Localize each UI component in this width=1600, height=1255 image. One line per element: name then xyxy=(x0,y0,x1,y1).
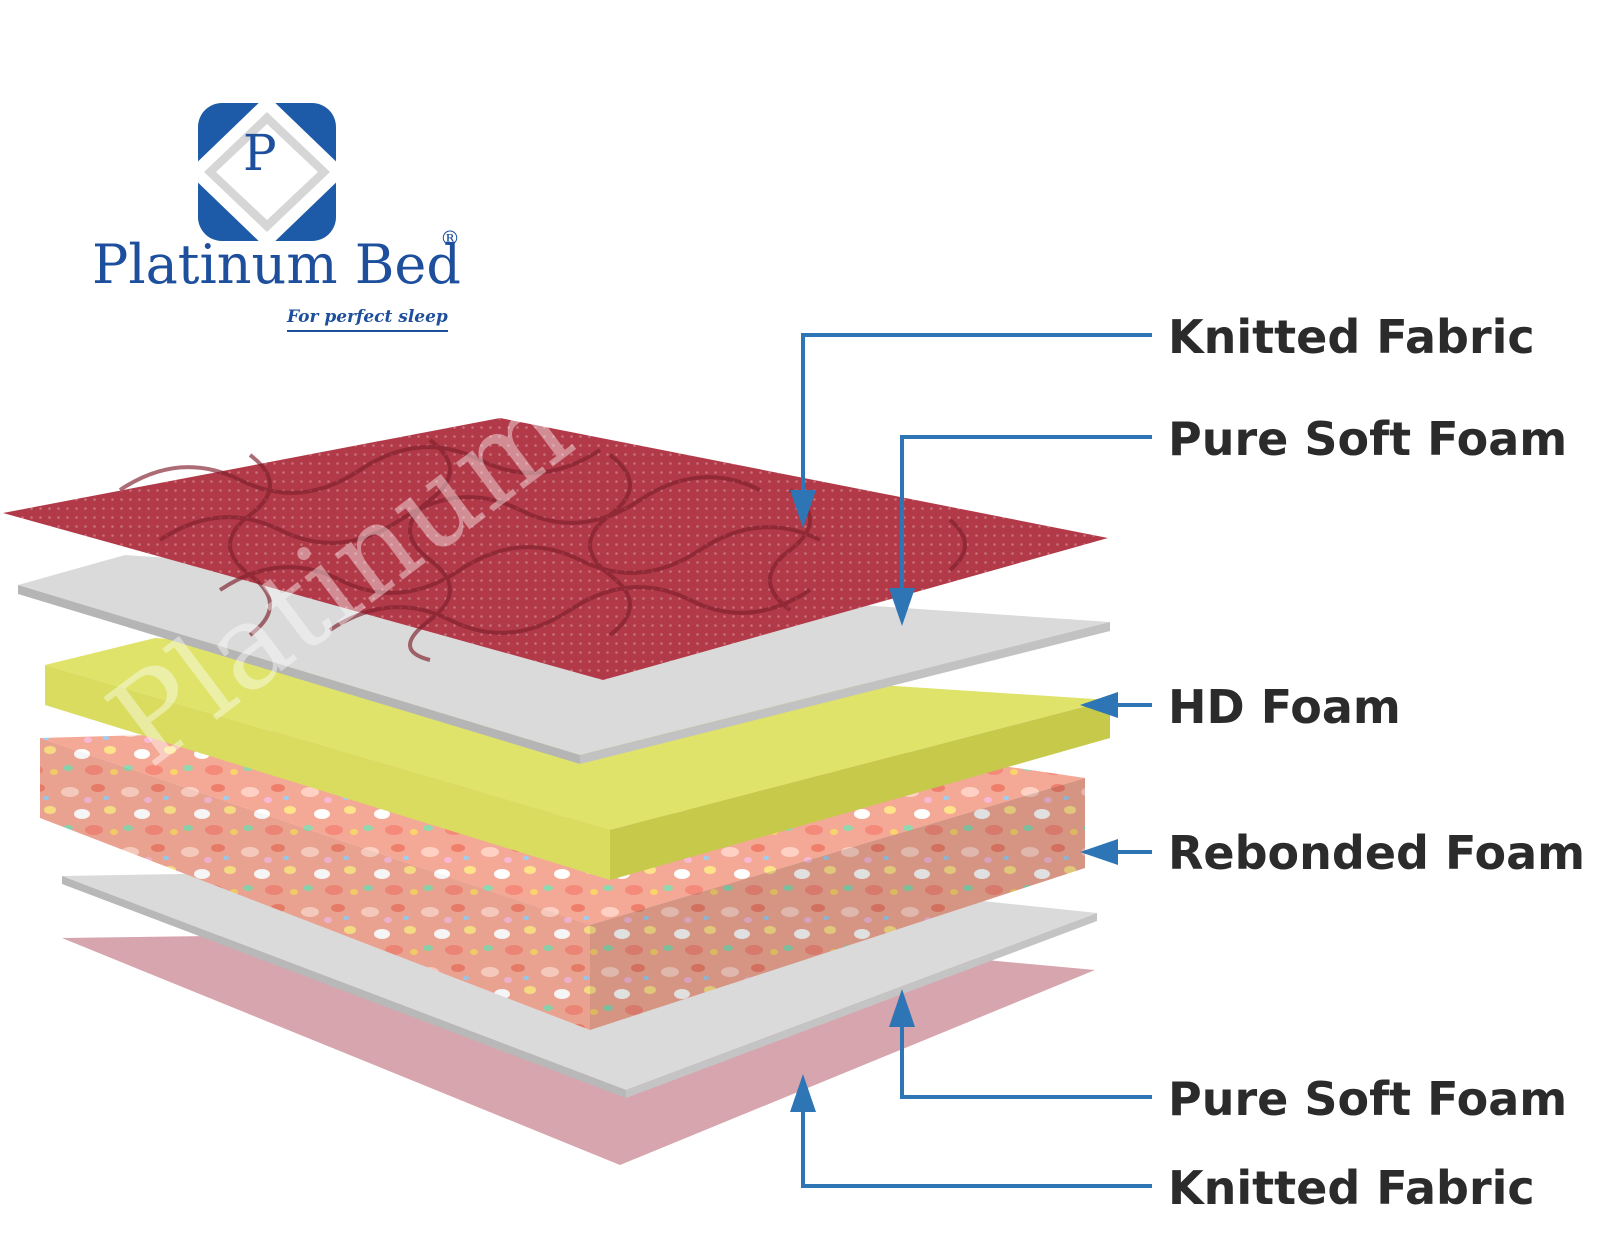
label-knitted-fabric-top: Knitted Fabric xyxy=(1168,310,1535,364)
arrow-heads xyxy=(790,490,1118,1112)
label-soft-foam-top: Pure Soft Foam xyxy=(1168,412,1568,466)
layer-top-knitted-fabric xyxy=(3,418,1108,680)
brand-name: Platinum Bed xyxy=(92,233,461,296)
label-hd-foam: HD Foam xyxy=(1168,680,1401,734)
brand-logo-icon xyxy=(187,95,347,249)
brand-logo-letter: P xyxy=(243,124,277,182)
brand-tagline: For perfect sleep xyxy=(287,309,448,332)
arrow-knitted-fabric-bottom xyxy=(801,1080,1152,1188)
brand-registered-mark: ® xyxy=(440,226,460,250)
label-rebonded-foam: Rebonded Foam xyxy=(1168,826,1586,880)
label-knitted-fabric-bottom: Knitted Fabric xyxy=(1168,1161,1535,1215)
arrow-knitted-fabric-top xyxy=(801,333,1152,522)
arrow-soft-foam-top xyxy=(900,435,1152,620)
arrow-soft-foam-bottom xyxy=(900,995,1152,1099)
label-soft-foam-bottom: Pure Soft Foam xyxy=(1168,1072,1568,1126)
